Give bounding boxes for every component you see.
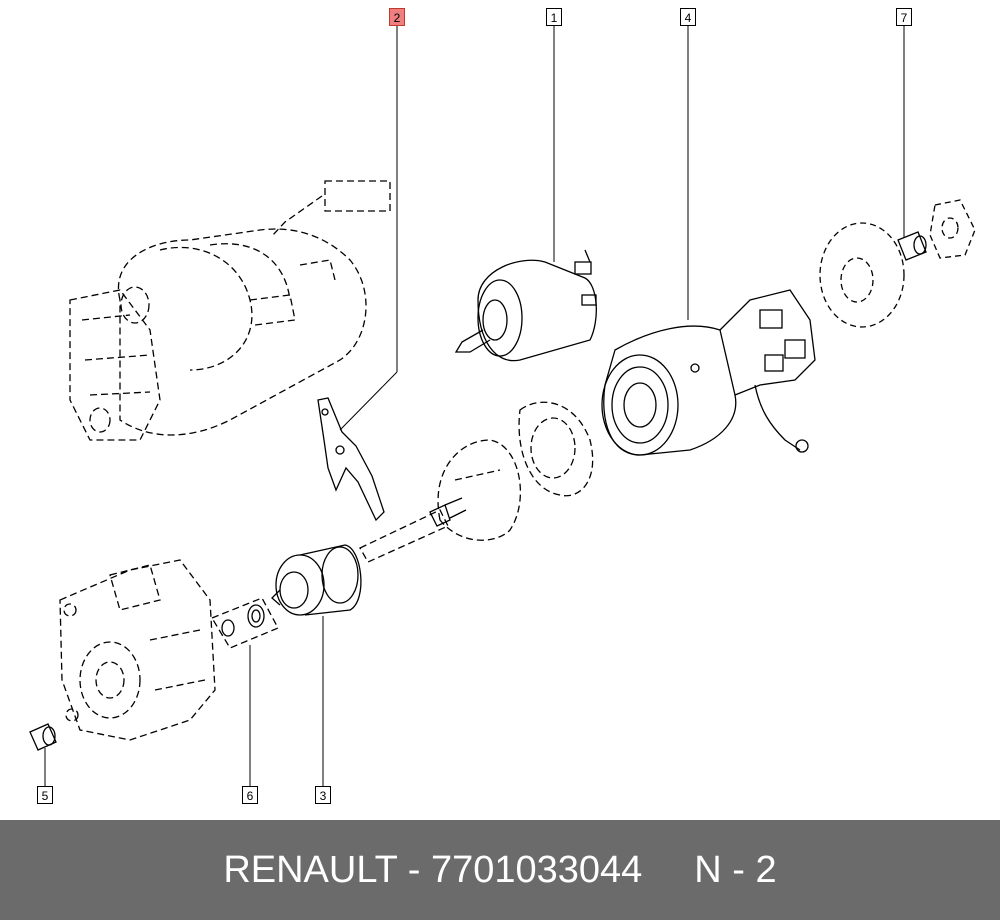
callout-2[interactable]: 2 — [389, 8, 405, 26]
drive-pinion — [271, 544, 362, 616]
starter-assembly-ghost — [69, 180, 391, 441]
drive-end-housing-ghost — [59, 559, 216, 741]
leader-lines — [44, 26, 905, 786]
ring-kit — [211, 597, 279, 649]
callout-7[interactable]: 7 — [896, 8, 912, 26]
shaft-splines — [429, 497, 467, 527]
reference-text: N - 2 — [694, 848, 777, 891]
solenoid-switch — [454, 249, 597, 362]
part-number-text: RENAULT - 7701033044 — [223, 848, 643, 891]
callout-5[interactable]: 5 — [37, 786, 53, 804]
bush-rear — [897, 231, 927, 261]
callout-3[interactable]: 3 — [315, 786, 331, 804]
callout-4[interactable]: 4 — [680, 8, 696, 26]
callout-1[interactable]: 1 — [546, 8, 562, 26]
bush-front — [29, 723, 57, 751]
end-bracket-ghost — [819, 199, 976, 328]
shift-fork — [317, 397, 385, 522]
part-number-footer: RENAULT - 7701033044 N - 2 — [0, 820, 1000, 920]
callout-6[interactable]: 6 — [242, 786, 258, 804]
stator-yoke — [601, 289, 816, 456]
armature-shaft-ghost — [359, 401, 594, 563]
exploded-starter-diagram — [29, 26, 976, 786]
